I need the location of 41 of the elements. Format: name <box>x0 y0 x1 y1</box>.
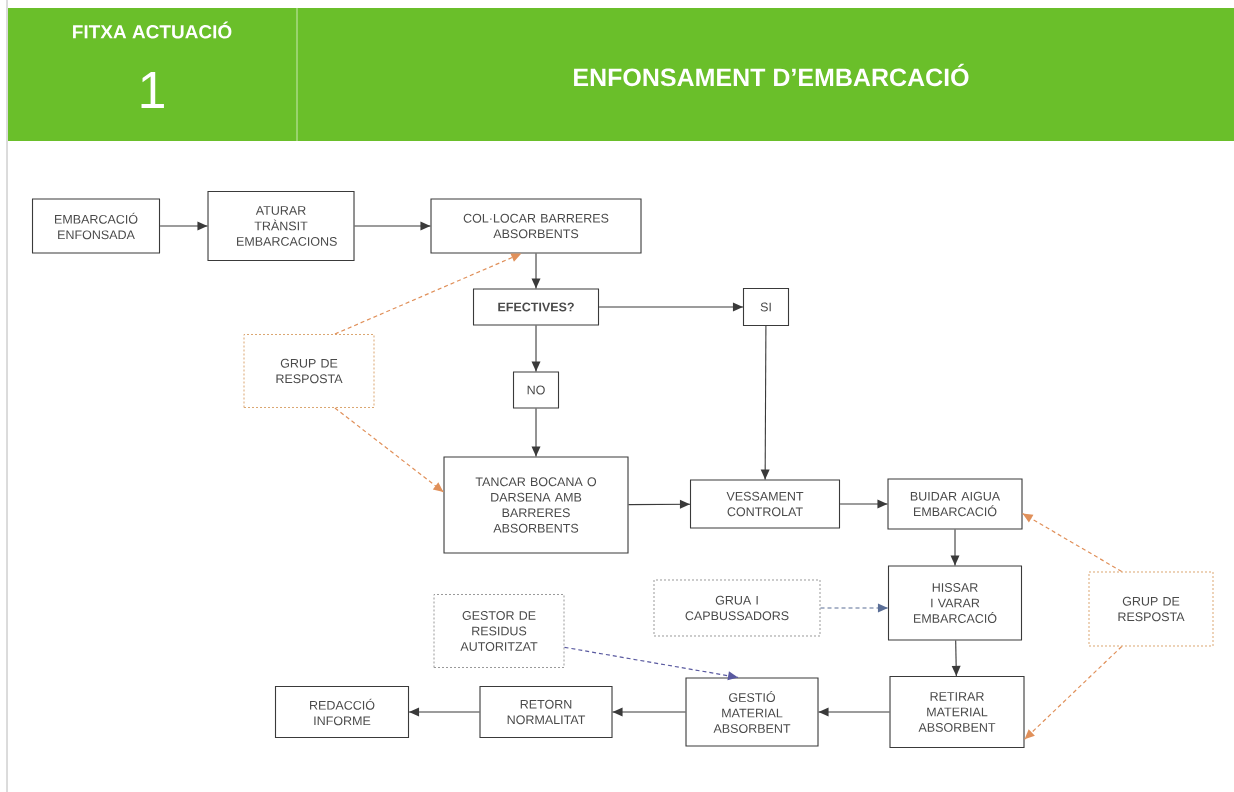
title: ENFONSAMENT D’EMBARCACIÓ <box>574 63 969 87</box>
process-box: VESSAMENT CONTROLAT <box>689 479 841 529</box>
process-box: ATURAR TRÀNSIT EMBARCACIONS <box>207 190 355 262</box>
arrow <box>760 325 770 480</box>
arrow <box>334 407 445 493</box>
process-box: COL·LOCAR BARRERES ABSORBENTS <box>430 198 642 254</box>
arrow <box>159 221 208 231</box>
arrow <box>334 252 522 335</box>
process-box: RETIRAR MATERIAL ABSORBENT <box>889 675 1025 749</box>
arrow <box>628 499 691 509</box>
decision-box: EFECTIVES? <box>472 288 600 326</box>
process-box: HISSAR I VARAR EMBARCACIÓ <box>887 565 1023 641</box>
arrow <box>598 302 744 312</box>
arrow <box>531 253 541 289</box>
process-box: TANCAR BOCANA O DARSENA AMB BARRERES ABSORBENTS <box>443 456 629 554</box>
arrow <box>819 603 889 613</box>
arrow <box>818 707 890 717</box>
actor-box: GRUA I CAPBUSSADORS <box>653 579 821 637</box>
actor-box: GRUP DE RESPOSTA <box>1088 571 1214 647</box>
process-box: BUIDAR AIGUA EMBARCACIÓ <box>887 478 1023 530</box>
sheet-number: 1 <box>141 72 164 108</box>
process-box: GESTIÓ MATERIAL ABSORBENT <box>685 677 819 747</box>
arrow <box>1021 512 1123 573</box>
arrow <box>612 707 686 717</box>
process-box: NO <box>512 371 560 409</box>
arrow <box>950 529 960 566</box>
process-box: EMBARCACIÓ ENFONSADA <box>31 198 161 254</box>
process-box: REDACCIÓ INFORME <box>274 685 410 739</box>
actor-box: GESTOR DE RESIDUS AUTORITZAT <box>433 594 565 668</box>
header-label: FITXA ACTUACIÓ <box>73 21 232 39</box>
arrow <box>354 221 431 231</box>
arrow <box>839 499 888 509</box>
process-box: SI <box>742 287 790 327</box>
arrow <box>951 640 961 677</box>
arrow <box>408 707 480 717</box>
arrow <box>531 325 541 372</box>
arrow <box>531 408 541 457</box>
actor-box: GRUP DE RESPOSTA <box>243 334 375 408</box>
process-box: RETORN NORMALITAT <box>479 685 613 739</box>
arrow <box>1023 645 1123 740</box>
arrow <box>563 646 739 681</box>
